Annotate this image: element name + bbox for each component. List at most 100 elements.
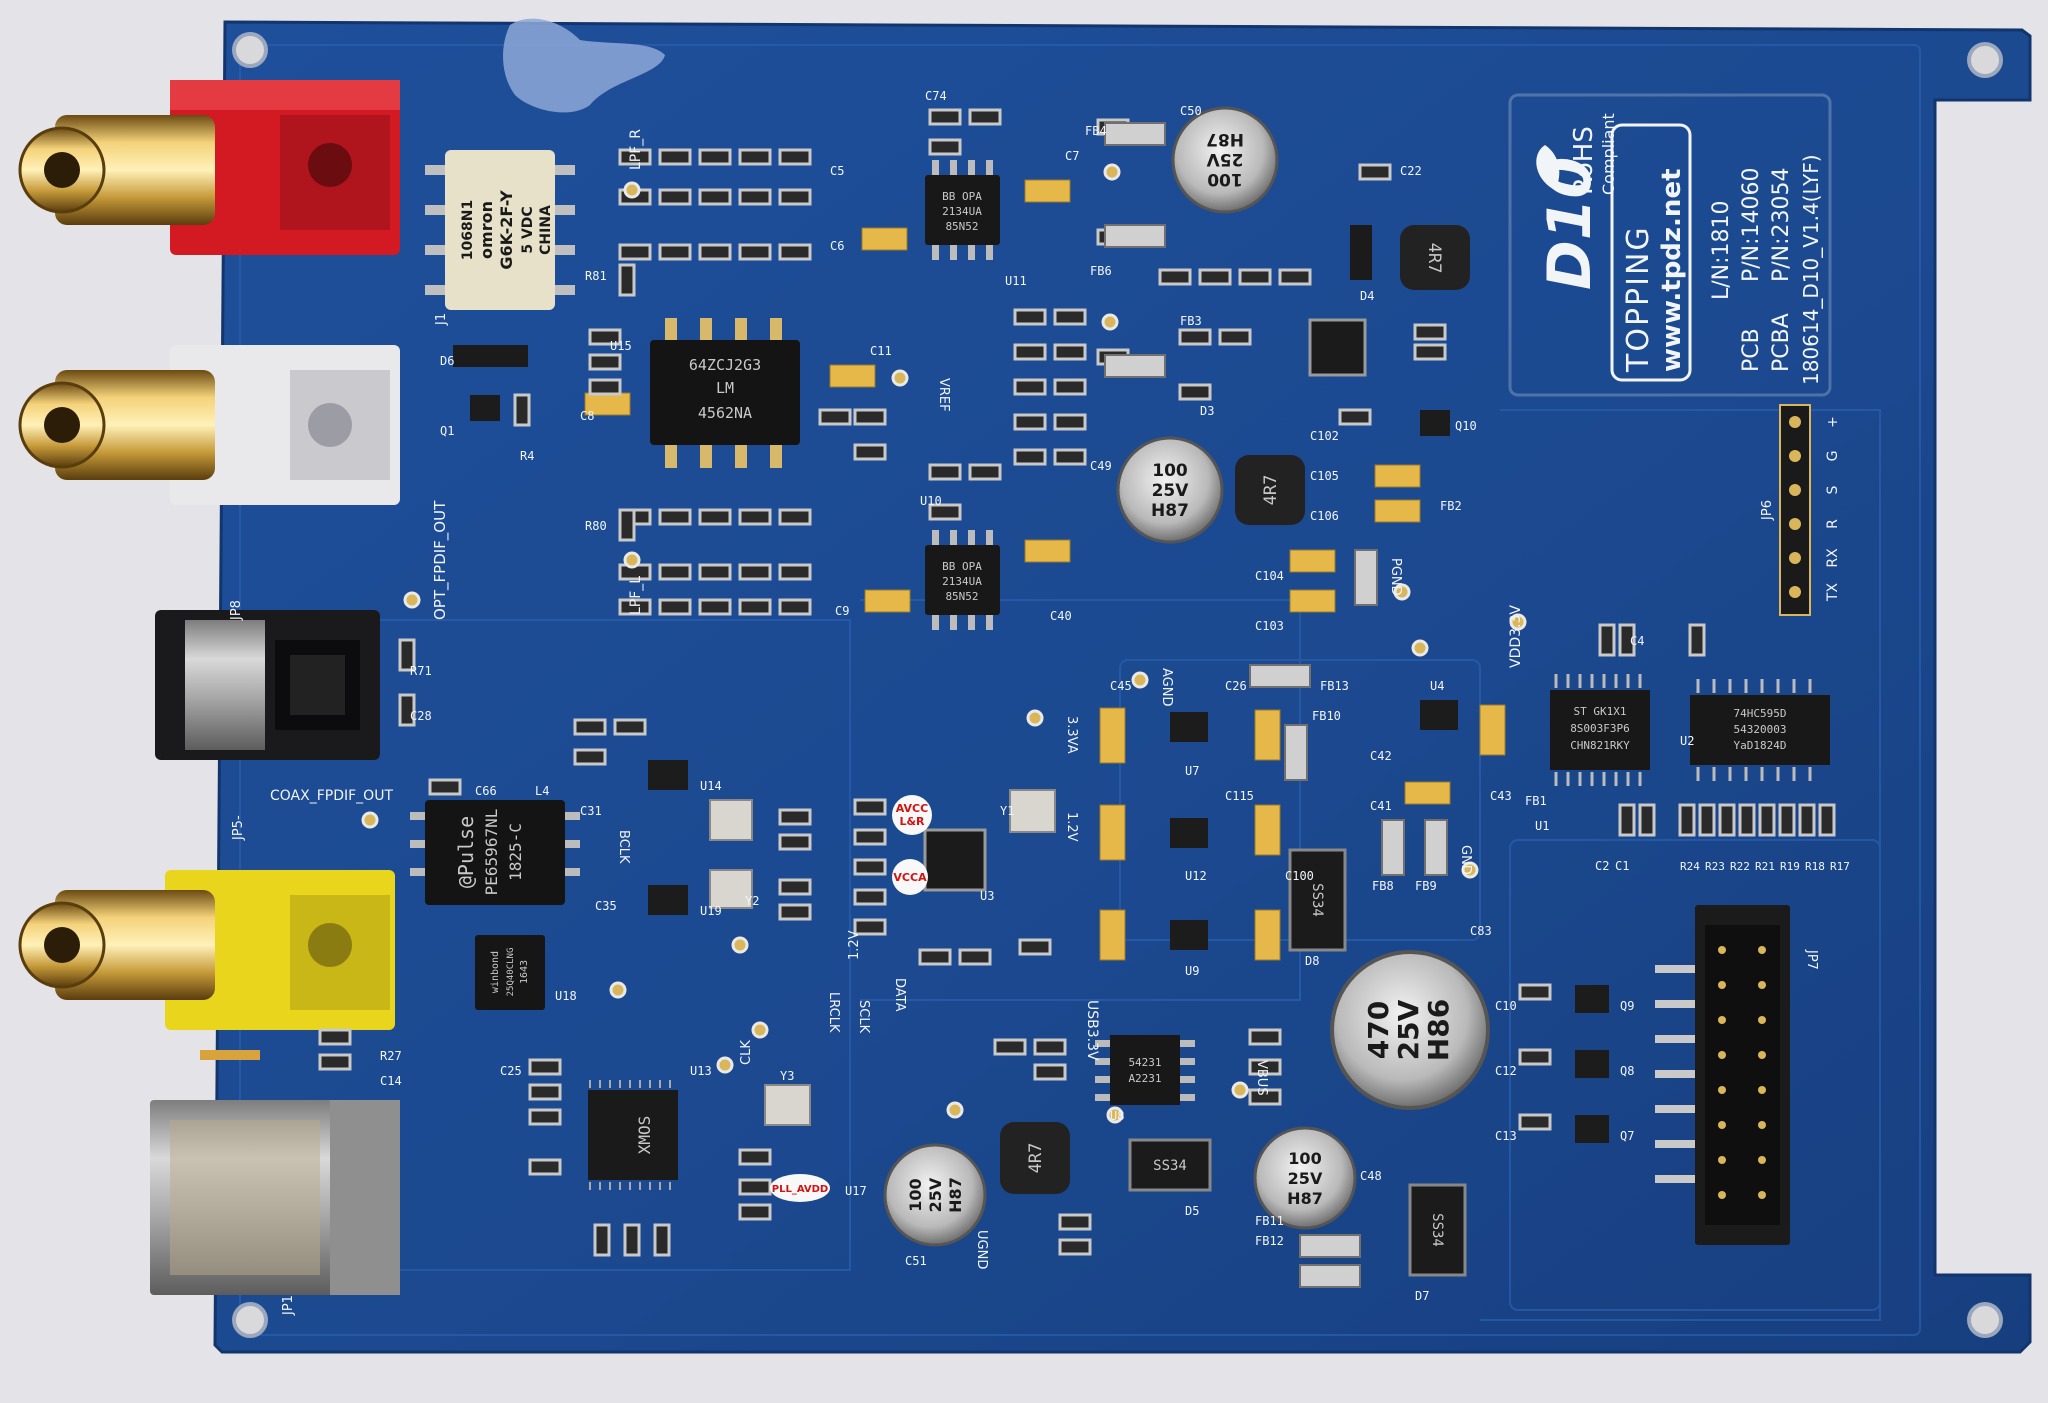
electrolytic-cap-bottom-right: 100 25V H87 (1253, 1126, 1357, 1230)
refdes-fb13: FB13 (1320, 679, 1349, 693)
version-string: 180614_D10_V1.4(LYF) (1799, 155, 1823, 386)
glue-blob (503, 18, 665, 113)
cap-br-voltage: 25V (1288, 1169, 1323, 1188)
refdes-fb4: FB4 (1085, 124, 1107, 138)
inductor-l2: 4R7 (1000, 1122, 1070, 1194)
brand-name: TOPPING (1621, 225, 1656, 373)
crystal-y2b (709, 869, 753, 909)
relay-text-5: 1068N1 (460, 200, 476, 260)
reg-text-1: 54231 (1128, 1056, 1161, 1069)
stm8-chip: ST GK1X1 8S003F3P6 CHN821RKY (1550, 674, 1650, 786)
refdes-y2: Y2 (745, 894, 759, 908)
red-annotation-vcca: VCCA (892, 859, 928, 895)
vref-label: VREF (936, 378, 951, 412)
reg-text-2: A2231 (1128, 1072, 1161, 1085)
optical-connector (155, 610, 380, 760)
bclk-label: BCLK (616, 830, 631, 864)
refdes-c49: C49 (1090, 459, 1112, 473)
refdes-c41: C41 (1370, 799, 1392, 813)
jp6-pin-rx: RX (1825, 548, 1841, 568)
refdes-u17: U17 (845, 1184, 867, 1198)
electrolytic-cap-top: 100 25V H87 (1171, 106, 1279, 214)
hc595-text-3: YaD1824D (1734, 739, 1787, 752)
avcc-label: AVCC (896, 802, 928, 815)
crystal-y3 (764, 1084, 811, 1126)
refdes-d3: D3 (1200, 404, 1214, 418)
inductor-l1: 4R7 (1235, 455, 1305, 525)
diode-ss34-3: SS34 (1408, 1183, 1467, 1277)
opamp-main-text-3: 4562NA (698, 404, 752, 422)
pulse-text-3: 1825-C (506, 823, 525, 881)
lrclk-label: LRCLK (826, 992, 841, 1033)
smd-passives (318, 108, 1836, 1257)
opa-bottom-text-2: 2134UA (942, 575, 982, 588)
stm-text-1: ST GK1X1 (1574, 705, 1627, 718)
tantalum-caps (584, 179, 1506, 961)
cap-big-value: 470 (1362, 1001, 1395, 1059)
refdes-r21: R21 (1755, 860, 1775, 873)
ground-pour (239, 44, 1921, 1336)
reference-designators: C74 C6 C7 C50 FB4 U15 U11 U10 U1 U2 C49 … (380, 89, 1850, 1303)
refdes-r24: R24 (1680, 860, 1700, 873)
vbus-label: VBUS (1254, 1060, 1269, 1096)
red-annotation-avcc: AVCC L&R (892, 795, 932, 835)
cap-br-value: 100 (1288, 1149, 1321, 1168)
pcb-pn: P/N:14060 (1739, 167, 1764, 282)
xmos-chip: XMOS (588, 1080, 678, 1190)
refdes-c48: C48 (1360, 1169, 1382, 1183)
refdes-fb12: FB12 (1255, 1234, 1284, 1248)
relay-text-2: G6K-2F-Y (497, 190, 516, 270)
refdes-r22: R22 (1730, 860, 1750, 873)
refdes-c11: C11 (870, 344, 892, 358)
refdes-l4: L4 (535, 784, 549, 798)
crystal-y1 (1009, 789, 1056, 833)
refdes-u2: U2 (1680, 734, 1694, 748)
usb-b-connector (150, 1100, 400, 1295)
test-points (361, 163, 1527, 1124)
box-header-jp1 (1655, 905, 1790, 1245)
refdes-r81: R81 (585, 269, 607, 283)
refdes-d7: D7 (1415, 1289, 1429, 1303)
refdes-u1: U1 (1535, 819, 1549, 833)
qfn-chip-power (1308, 318, 1367, 377)
refdes-c1: C1 (1615, 859, 1629, 873)
refdes-c14: C14 (380, 1074, 402, 1088)
diode-3-text: SS34 (1429, 1213, 1445, 1247)
ferrite-beads (1104, 122, 1448, 1288)
refdes-r80: R80 (585, 519, 607, 533)
gnd-label: GND (1458, 845, 1473, 875)
pulse-text-2: PE65967NL (482, 809, 501, 896)
refdes-r19: R19 (1780, 860, 1800, 873)
refdes-u15: U15 (610, 339, 632, 353)
refdes-c7: C7 (1065, 149, 1079, 163)
opamp-main-text-1: 64ZCJ2G3 (689, 356, 761, 374)
inductor-l1-text: 4R7 (1261, 475, 1281, 506)
refdes-c5: C5 (830, 164, 844, 178)
refdes-c31: C31 (580, 804, 602, 818)
rohs-label: RoHS (1569, 126, 1599, 195)
refdes-c42: C42 (1370, 749, 1392, 763)
refdes-c13: C13 (1495, 1129, 1517, 1143)
refdes-c12: C12 (1495, 1064, 1517, 1078)
refdes-fb1: FB1 (1525, 794, 1547, 808)
hc595-text-1: 74HC595D (1734, 707, 1787, 720)
refdes-c26: C26 (1225, 679, 1247, 693)
refdes-r17: R17 (1830, 860, 1850, 873)
cap-bl-voltage: 25V (926, 1177, 945, 1212)
refdes-u4: U4 (1430, 679, 1444, 693)
refdes-fb2: FB2 (1440, 499, 1462, 513)
pcba-label: PCBA (1769, 313, 1794, 372)
refdes-c10: C10 (1495, 999, 1517, 1013)
diode-ss34-1: SS34 (1288, 848, 1347, 952)
branding-block: D10 RoHS Compliant TOPPING www.tpdz.net … (1508, 93, 1832, 397)
lpf-l-label: LPF_L (628, 576, 644, 615)
stm-text-3: CHN821RKY (1570, 739, 1630, 752)
brand-frame (1610, 123, 1692, 382)
jp8-label: JP8 (229, 600, 244, 621)
inductor-l2-text: 4R7 (1026, 1143, 1046, 1174)
refdes-c28: C28 (410, 709, 432, 723)
regulator-soic: 54231 A2231 (1095, 1035, 1195, 1105)
data-label: DATA (892, 978, 907, 1012)
jp6-pin-plus: + (1825, 416, 1841, 428)
opamp-opa2134-bottom: BB OPA 2134UA 85N52 (925, 530, 1000, 630)
